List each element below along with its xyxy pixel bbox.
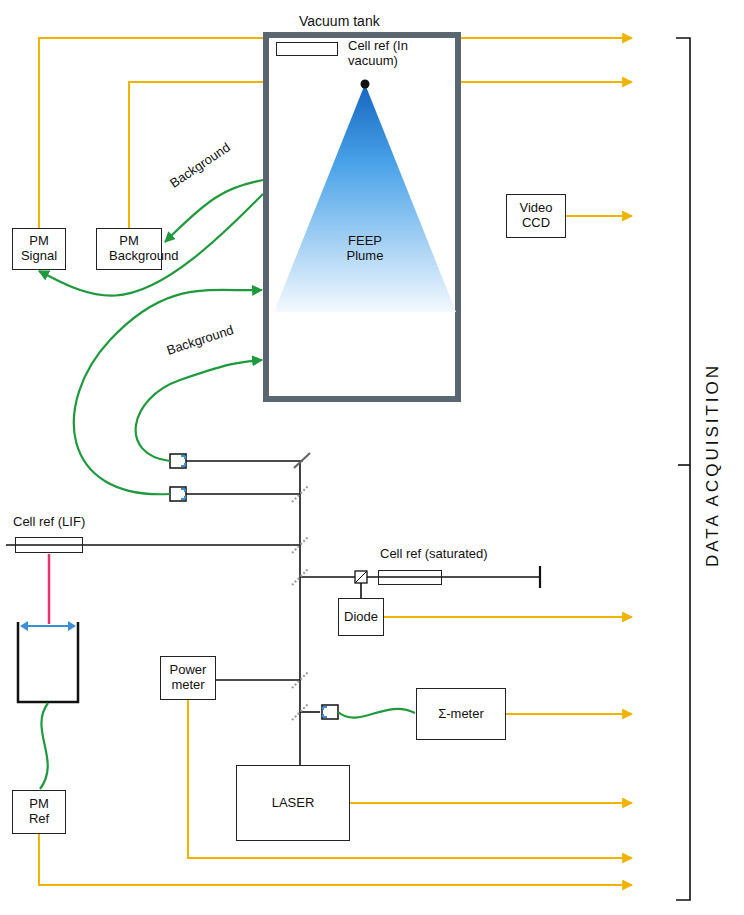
lens xyxy=(20,621,76,631)
collimator-body xyxy=(322,705,338,719)
photomultiplier-box: PM Background xyxy=(96,228,162,270)
camera-box: Video CCD xyxy=(506,194,566,238)
beam-splitter xyxy=(292,537,308,553)
acquisition-band: DATA ACQUISITION xyxy=(632,30,740,905)
signal-cable xyxy=(39,834,632,885)
collection-optics xyxy=(18,622,78,702)
fluorescence-ray xyxy=(48,554,51,624)
collimator-body xyxy=(170,487,186,501)
wavemeter-box: Σ-meter xyxy=(416,688,506,740)
diode-box: Diode xyxy=(338,598,384,636)
beam-to-diode xyxy=(360,583,362,598)
laser-beams xyxy=(6,461,540,765)
laser-box: LASER xyxy=(236,765,350,841)
node-label: Cell ref (In vacuum) xyxy=(347,39,449,69)
photomultiplier-box: PM Ref xyxy=(12,790,66,834)
beam-to-lif-cell xyxy=(6,544,300,546)
node-label: Diode xyxy=(344,610,378,625)
beam-to-saturated-cell xyxy=(300,576,540,578)
mirror xyxy=(294,453,310,468)
fiber-collimator xyxy=(170,454,186,468)
node-label: PM Background xyxy=(109,234,149,264)
vacuum-tank: Cell ref (In vacuum)FEEP PlumeVacuum tan… xyxy=(263,32,461,402)
background-fiber xyxy=(74,290,262,494)
signal-cable xyxy=(188,700,632,858)
emitter-tip xyxy=(361,80,370,89)
reference-cell: Cell ref (In vacuum) xyxy=(276,42,338,56)
node-label: PM Signal xyxy=(19,234,59,264)
signal-cable xyxy=(566,215,632,217)
cube-diagonal xyxy=(355,571,367,583)
collimator-lens xyxy=(181,456,185,466)
node-label: DATA ACQUISITION xyxy=(703,363,723,567)
bracket-tick xyxy=(678,464,690,466)
acquisition-bracket xyxy=(676,38,690,900)
fiber-collimator xyxy=(322,705,338,719)
reference-cell: Cell ref (LIF) xyxy=(15,537,83,553)
power-meter-box: Power meter xyxy=(160,656,216,700)
beam-to-collimator xyxy=(186,493,300,495)
background-fiber xyxy=(136,360,262,461)
reference-cell: Cell ref (saturated) xyxy=(378,570,442,585)
fiber xyxy=(40,703,48,789)
beam-to-fiber xyxy=(300,711,320,713)
beam-splitter xyxy=(292,704,308,720)
beam-to-power-meter xyxy=(214,679,300,681)
beam-splitter xyxy=(292,569,308,585)
node-label: LASER xyxy=(272,796,315,811)
node-label: Power meter xyxy=(166,663,210,693)
plume-cone: FEEP Plume xyxy=(274,84,456,312)
optical-fiber xyxy=(39,194,263,296)
optical-fiber xyxy=(165,180,263,242)
edge-label: Background xyxy=(165,138,234,191)
lens-heads xyxy=(20,621,76,631)
lens-line xyxy=(24,625,72,627)
node-label: Cell ref (saturated) xyxy=(379,547,489,562)
node-label: Video CCD xyxy=(516,201,556,231)
plume-shape xyxy=(274,84,456,312)
beam-splitter xyxy=(292,672,308,688)
beam-to-collimator xyxy=(186,460,303,462)
signal-cable xyxy=(384,616,632,618)
plume-cone xyxy=(274,84,456,312)
main-beam xyxy=(299,461,301,765)
beam-stop xyxy=(539,566,541,588)
polarizing-cube xyxy=(355,571,367,583)
tank-heading: Vacuum tank xyxy=(299,13,380,29)
fiber xyxy=(338,709,415,718)
node-label: PM Ref xyxy=(24,797,54,827)
signal-cable xyxy=(350,802,632,804)
node-label: FEEP Plume xyxy=(330,234,400,264)
beam-splitter xyxy=(292,486,308,502)
node-label: Cell ref (LIF) xyxy=(12,515,86,530)
collimator-lens xyxy=(323,707,327,717)
collimator-body xyxy=(170,454,186,468)
fiber-label: Background xyxy=(163,322,237,359)
collimator-lens xyxy=(181,489,185,499)
beam-splitters xyxy=(292,486,308,720)
signal-cable xyxy=(506,713,632,715)
photomultiplier-box: PM Signal xyxy=(12,228,66,270)
cube-outline xyxy=(355,571,367,583)
node-label: Σ-meter xyxy=(438,707,484,722)
bracket-line xyxy=(676,38,690,900)
fiber-collimator xyxy=(170,487,186,501)
